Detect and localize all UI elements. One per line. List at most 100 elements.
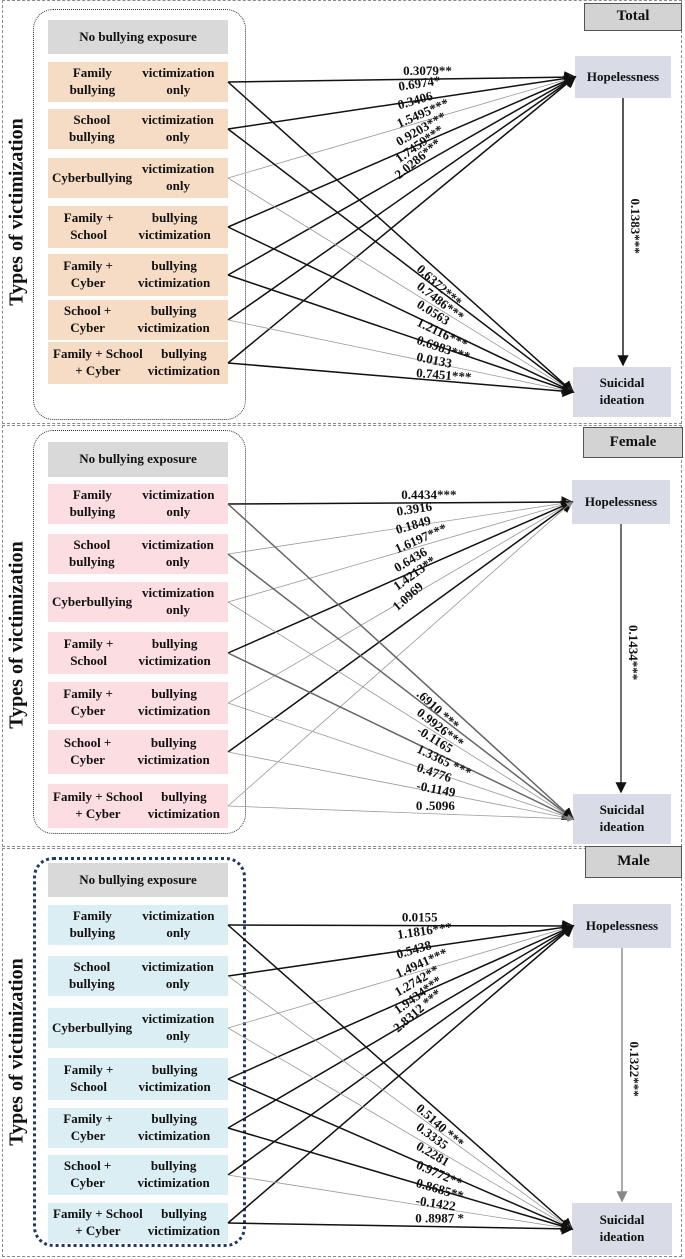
category-label-line: Family bullying: [69, 487, 116, 519]
coef-hope-family: 0.4434***: [401, 487, 456, 502]
category-box-cyber: Cyberbullying victimization only: [48, 158, 228, 198]
category-label-line: bullying victimization: [137, 1158, 210, 1190]
path-cyber-to-ideation-arrow: [227, 1027, 573, 1230]
category-box-family-school: Family + School bullying victimization: [48, 206, 228, 248]
node-label-line: Suicidal: [599, 375, 645, 391]
category-label-line: victimization only: [142, 65, 215, 97]
coef-hope-family: 0.0155: [402, 910, 438, 925]
category-label-line: Family + Cyber: [63, 686, 113, 718]
hopelessness-node: Hopelessness: [575, 56, 671, 98]
category-label-line: bullying victimization: [138, 258, 211, 290]
category-box-family-school: Family + School bullying victimization: [48, 632, 228, 674]
node-label-line: ideation: [599, 392, 645, 407]
hopelessness-node: Hopelessness: [572, 480, 670, 524]
panel-male: [2, 848, 682, 1257]
category-label-line: No bullying exposure: [79, 871, 197, 887]
category-label-line: School bullying: [69, 959, 115, 991]
path-all-to-ideation-arrow: [227, 805, 574, 822]
category-label-line: School bullying: [69, 112, 115, 144]
panel-female: [2, 425, 682, 847]
coef-ideation-all: 0 .8987 *: [415, 1211, 464, 1226]
path-all-to-hopelessness-arrow: [227, 76, 577, 364]
path-school-cyber-to-ideation-arrow: [227, 319, 574, 394]
category-label-line: Cyberbullying: [52, 593, 133, 609]
path-family-to-ideation-arrow: [227, 924, 574, 1230]
category-label-line: bullying victimization: [147, 346, 220, 378]
path-school-to-hopelessness-arrow: [227, 499, 573, 555]
category-box-family-cyber: Family + Cyber bullying victimization: [48, 254, 228, 296]
category-label-line: Family + School + Cyber: [53, 789, 143, 821]
category-label-line: Family + Cyber: [63, 1111, 113, 1143]
path-family-school-to-hopelessness-arrow: [227, 924, 575, 1080]
path-all-to-ideation-arrow: [227, 362, 575, 398]
category-label-line: bullying victimization: [138, 210, 211, 242]
panel-total: [2, 0, 682, 424]
panel-title-female: Female: [583, 427, 683, 458]
path-family-to-ideation-arrow: [227, 81, 575, 394]
category-label-line: victimization only: [142, 908, 215, 940]
category-label-line: Cyberbullying: [52, 169, 133, 185]
path-family-to-hopelessness-arrow: [227, 71, 577, 84]
category-label-line: Family + School: [63, 636, 114, 668]
path-family-cyber-to-hopelessness-arrow: [227, 76, 577, 276]
panel-title-total: Total: [584, 3, 682, 31]
path-all-to-hopelessness-arrow: [227, 925, 575, 1224]
path-school-to-hopelessness-arrow: [227, 72, 577, 130]
category-label-line: bullying victimization: [147, 1206, 220, 1238]
category-box-cyber: Cyberbullying victimization only: [48, 582, 228, 622]
node-label-line: ideation: [599, 819, 645, 834]
hopelessness-node: Hopelessness: [573, 904, 671, 948]
path-cyber-to-hopelessness-arrow: [227, 75, 576, 179]
category-label-line: School + Cyber: [63, 735, 112, 767]
path-school-cyber-to-hopelessness-arrow: [227, 501, 574, 753]
path-school-to-ideation-arrow: [227, 975, 573, 1230]
victimization-group-frame: [33, 430, 246, 834]
path-all-to-ideation-arrow: [227, 1222, 574, 1235]
category-label-line: No bullying exposure: [79, 28, 197, 44]
category-label-line: No bullying exposure: [79, 451, 197, 467]
path-school-cyber-to-hopelessness-arrow: [227, 76, 577, 321]
category-box-none: No bullying exposure: [48, 863, 228, 897]
path-family-school-to-ideation-arrow: [227, 1078, 574, 1231]
category-label-line: bullying victimization: [137, 303, 210, 335]
category-label-line: Cyberbullying: [52, 1019, 133, 1035]
path-family-school-to-hopelessness-arrow: [227, 75, 577, 228]
coef-ideation-all: 0 .5096: [416, 798, 456, 813]
path-family-cyber-to-ideation-arrow: [227, 274, 575, 395]
category-label-line: Family + School: [63, 210, 114, 242]
category-label-line: victimization only: [141, 161, 215, 193]
category-label-line: victimization only: [141, 585, 215, 617]
path-family-cyber-to-ideation-arrow: [227, 702, 574, 821]
category-label-line: victimization only: [142, 487, 215, 519]
category-label-line: Family + School + Cyber: [53, 1206, 143, 1238]
path-family-cyber-to-hopelessness-arrow: [227, 925, 575, 1129]
path-cyber-to-ideation-arrow: [227, 177, 574, 393]
path-cyber-to-hopelessness-arrow: [227, 924, 574, 1029]
node-label-line: ideation: [599, 1229, 645, 1244]
path-cyber-to-hopelessness-arrow: [227, 500, 573, 603]
path-family-to-ideation-arrow: [227, 503, 575, 821]
path-family-school-to-hopelessness-arrow: [227, 500, 574, 654]
coef-ideation-school-cyber: 0.0133: [415, 349, 454, 371]
path-school-to-ideation-arrow: [227, 128, 575, 393]
category-label-line: Family + Cyber: [63, 258, 113, 290]
category-label-line: School bullying: [69, 537, 115, 569]
category-label-line: Family + School + Cyber: [53, 346, 143, 378]
category-label-line: bullying victimization: [138, 636, 211, 668]
category-label-line: School + Cyber: [63, 1158, 112, 1190]
category-box-family: Family bullying victimization only: [48, 484, 228, 524]
path-school-to-ideation-arrow: [227, 553, 575, 820]
category-box-none: No bullying exposure: [48, 20, 228, 54]
coef-hope-school: 0.6974*: [397, 73, 441, 94]
path-all-to-hopelessness-arrow: [227, 501, 573, 807]
